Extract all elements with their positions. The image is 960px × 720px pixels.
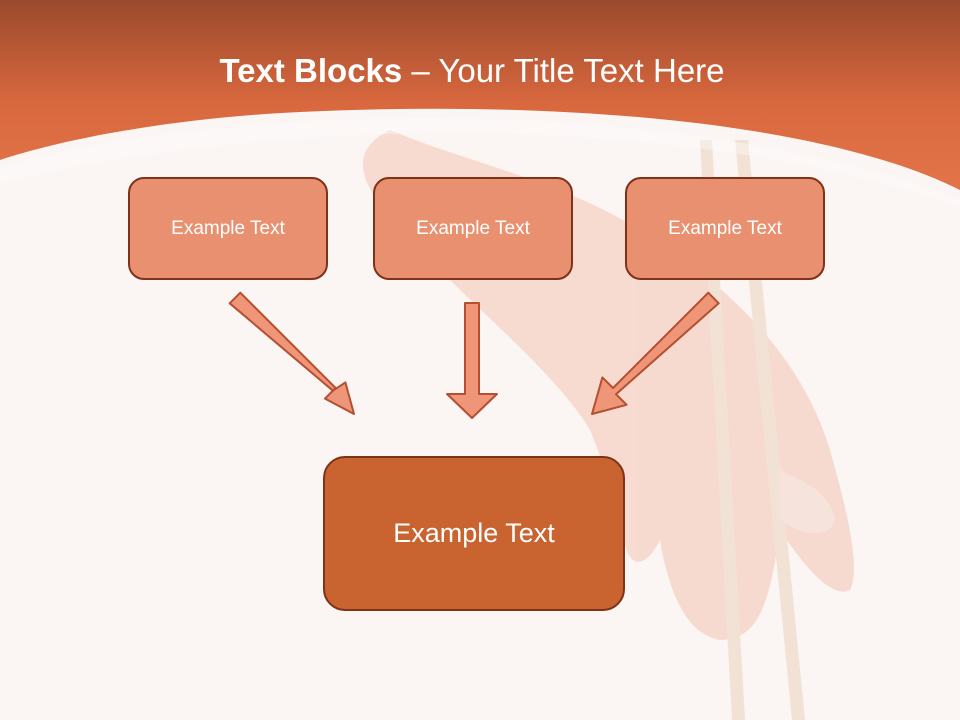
title-rest: – Your Title Text Here [402,52,725,89]
header-band [0,0,960,190]
text-block-right: Example Text [625,177,825,280]
text-block-center: Example Text [373,177,573,280]
arrow-left-to-target [228,291,355,415]
text-block-center-label: Example Text [416,217,530,239]
title-bold: Text Blocks [219,52,403,89]
target-text-block: Example Text [323,456,625,611]
text-block-left-label: Example Text [171,217,285,239]
header-curve-highlight [0,118,960,208]
arrow-right-to-target [591,291,720,415]
target-text-block-label: Example Text [393,518,555,548]
text-block-right-label: Example Text [668,217,782,239]
text-block-left: Example Text [128,177,328,280]
slide-title: Text Blocks – Your Title Text Here [0,52,944,90]
arrow-center-to-target [446,302,498,419]
